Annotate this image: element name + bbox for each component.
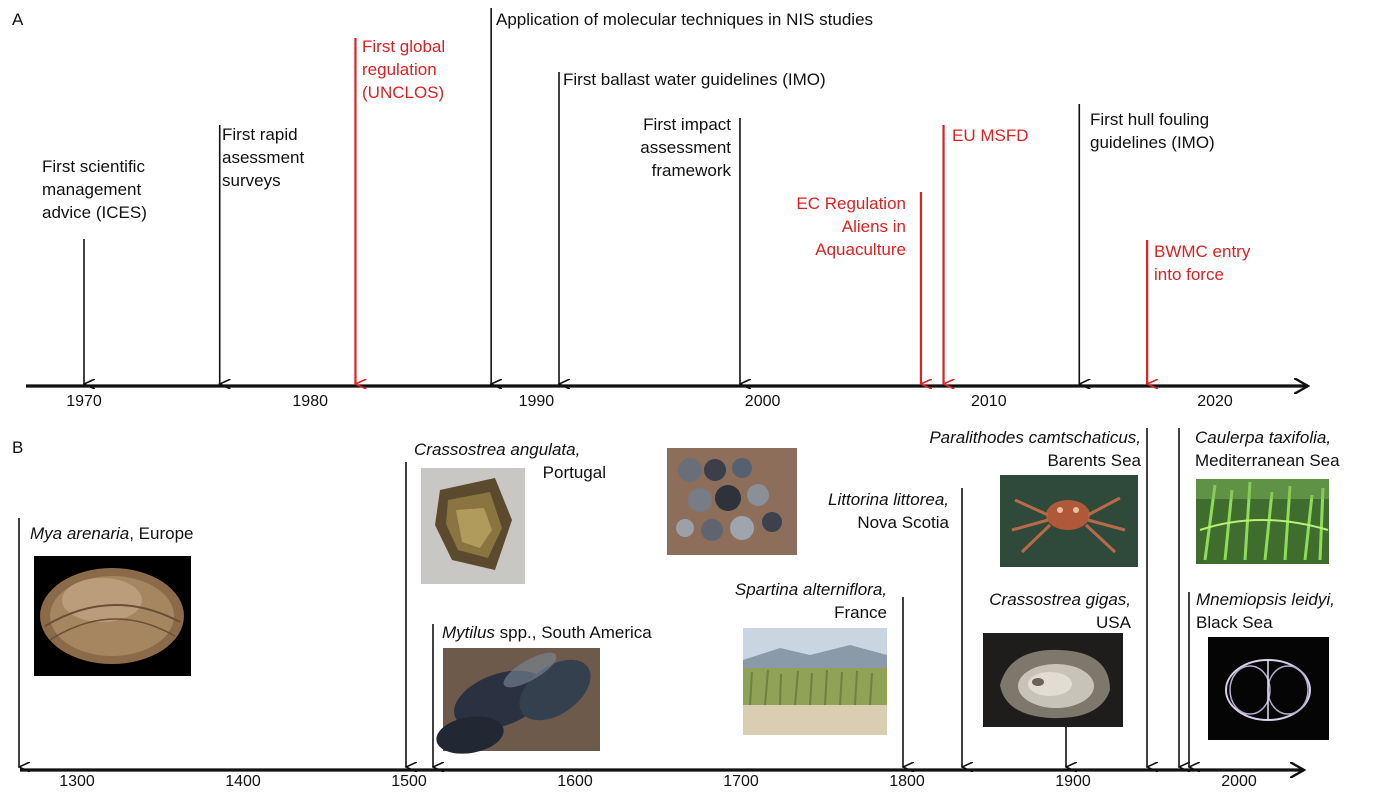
species-label: Mnemiopsis leidyi, Black Sea [1196, 588, 1335, 634]
species-name: Paralithodes camtschaticus, [929, 428, 1141, 447]
event-label-line: assessment [640, 138, 731, 157]
species-label: Littorina littorea, Nova Scotia [828, 488, 949, 534]
event-label: First hull fouling guidelines (IMO) [1090, 108, 1215, 154]
species-name: Spartina alterniflora, [734, 580, 887, 599]
species-location: Barents Sea [1047, 451, 1141, 470]
timeline-b-tick-label: 1500 [391, 773, 427, 790]
timeline-b-tick-label: 1600 [557, 773, 593, 790]
event-label-line: First scientific [42, 157, 145, 176]
species-name: Crassostrea angulata, [414, 440, 581, 459]
species-label: Caulerpa taxifolia, Mediterranean Sea [1195, 426, 1340, 472]
species-location: Nova Scotia [857, 513, 949, 532]
timeline-b-tick-label: 1800 [889, 773, 925, 790]
species-label: Paralithodes camtschaticus, Barents Sea [929, 426, 1141, 472]
timeline-a-tick-label: 1980 [292, 393, 328, 410]
species-location: spp., South America [494, 623, 652, 642]
event-label: First scientific management advice (ICES) [42, 155, 147, 224]
timeline-b-tick-label: 1900 [1055, 773, 1091, 790]
timeline-b-tick-label: 1400 [225, 773, 261, 790]
species-label: Spartina alterniflora, France [735, 578, 887, 624]
event-label-line: guidelines (IMO) [1090, 133, 1215, 152]
species-location: Mediterranean Sea [1195, 451, 1340, 470]
event-label: Application of molecular techniques in N… [496, 8, 873, 31]
timeline-b-tick-label: 1700 [723, 773, 759, 790]
event-label-line: framework [651, 161, 731, 180]
event-label-line: First impact [643, 115, 731, 134]
event-label-line: EC Regulation [796, 194, 906, 213]
event-label: First ballast water guidelines (IMO) [563, 68, 826, 91]
event-label: First global regulation (UNCLOS) [362, 35, 445, 104]
timeline-a-tick-label: 2010 [971, 393, 1007, 410]
species-name: Caulerpa taxifolia, [1195, 428, 1332, 447]
timeline-b-arrows [19, 428, 1189, 767]
species-label: Mya arenaria, Europe [30, 522, 193, 545]
species-name: Mya arenaria [30, 524, 130, 543]
event-label: First impact assessment framework [640, 113, 731, 182]
timeline-b-tick-label: 1300 [59, 773, 95, 790]
event-label-line: (UNCLOS) [362, 83, 445, 102]
crassostrea-gigas-photo [983, 633, 1123, 727]
event-label-line: EU MSFD [952, 126, 1029, 145]
event-label-line: regulation [362, 60, 437, 79]
event-label-line: First hull fouling [1090, 110, 1210, 129]
timeline-a-tick-label: 2020 [1197, 393, 1233, 410]
caulerpa-taxifolia-photo [1196, 479, 1329, 564]
mya-arenaria-photo [34, 556, 191, 676]
mytilus-photo [436, 648, 600, 754]
event-label-line: Aquaculture [815, 240, 906, 259]
event-label-line: advice (ICES) [42, 203, 147, 222]
event-label-line: into force [1154, 265, 1224, 284]
event-label-line: Application of molecular techniques in N… [496, 10, 874, 29]
species-location: Portugal [542, 463, 606, 482]
timeline-a-tick-label: 1970 [66, 393, 102, 410]
event-label-line: surveys [222, 171, 281, 190]
mnemiopsis-leidyi-photo [1208, 637, 1329, 740]
event-label-line: First ballast water guidelines (IMO) [563, 70, 826, 89]
species-name: Crassostrea gigas, [989, 590, 1131, 609]
panel-a-label: A [12, 10, 24, 29]
event-label-line: First global [362, 37, 446, 56]
species-location: USA [1096, 613, 1131, 632]
panel-b-label: B [12, 438, 24, 457]
event-label-line: asessment [222, 148, 305, 167]
event-label: EU MSFD [952, 124, 1029, 147]
timeline-a-tick-label: 1990 [518, 393, 555, 410]
timeline-a-arrows [84, 8, 1147, 384]
event-label-line: management [42, 180, 142, 199]
species-location: Black Sea [1196, 613, 1273, 632]
spartina-alterniflora-photo [743, 628, 887, 735]
species-name: Mnemiopsis leidyi, [1196, 590, 1335, 609]
paralithodes-camtschaticus-photo [1000, 475, 1138, 567]
species-label: Crassostrea angulata, Portugal [414, 438, 606, 484]
species-name: Mytilus [442, 623, 495, 642]
event-label-line: Aliens in [841, 217, 906, 236]
species-location: France [834, 603, 887, 622]
event-label-line: First rapid [222, 125, 298, 144]
event-label: First rapid asessment surveys [222, 123, 304, 192]
crassostrea-angulata-photo [421, 468, 525, 584]
timeline-a-tick-label: 2000 [744, 393, 781, 410]
event-label-line: BWMC entry [1154, 242, 1251, 261]
timeline-b-tick-label: 2000 [1221, 773, 1257, 790]
littorina-littorea-photo [667, 448, 797, 555]
species-name: Littorina littorea, [828, 490, 949, 509]
species-label: Crassostrea gigas, USA [989, 588, 1131, 634]
species-label: Mytilus spp., South America [442, 621, 652, 644]
species-location: , Europe [129, 524, 194, 543]
event-label: BWMC entry into force [1154, 240, 1250, 286]
